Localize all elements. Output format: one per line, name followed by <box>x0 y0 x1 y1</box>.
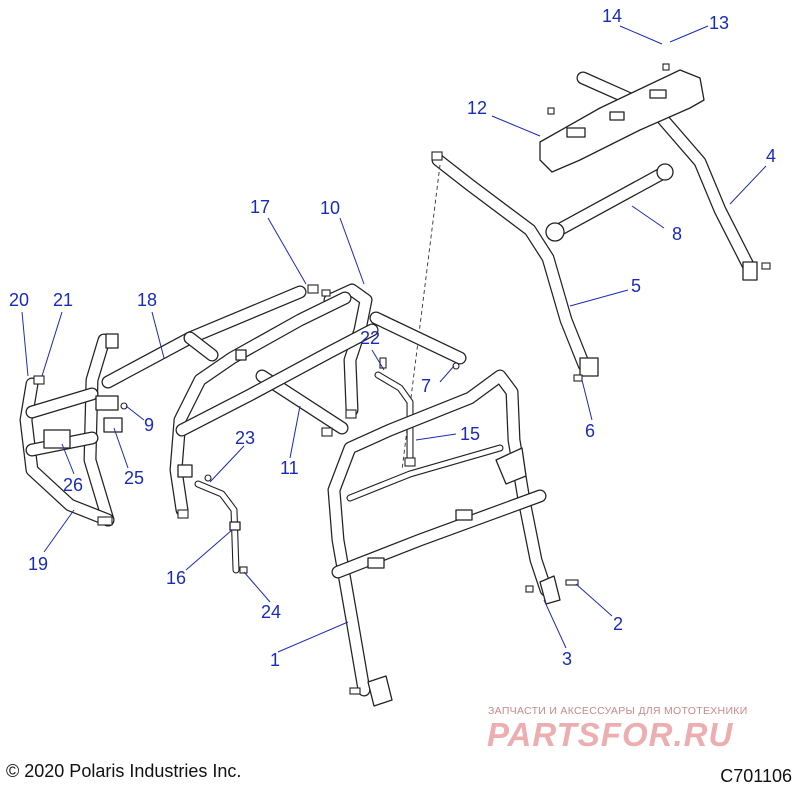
callout-14: 14 <box>602 6 622 26</box>
callout-11: 11 <box>280 458 299 478</box>
drawing-id: C701106 <box>720 766 792 786</box>
copyright-notice: © 2020 Polaris Industries Inc. <box>6 761 242 781</box>
callout-21: 21 <box>53 290 73 310</box>
part-17-18-front-roof-bars <box>101 284 331 389</box>
callout-22: 22 <box>360 328 380 348</box>
callout-12: 12 <box>467 98 487 118</box>
callout-1: 1 <box>270 650 280 670</box>
part-1-main-frame <box>327 369 579 707</box>
callout-25: 25 <box>124 468 144 488</box>
callout-9: 9 <box>144 415 154 435</box>
part-12-rear-panel <box>539 63 705 173</box>
callout-24: 24 <box>261 602 281 622</box>
front-upper-frame <box>169 291 379 519</box>
part-10-center-roof-bar <box>323 283 373 419</box>
callout-10: 10 <box>320 198 340 218</box>
callout-26: 26 <box>63 475 83 495</box>
part-16-rod <box>194 474 248 574</box>
callout-5: 5 <box>631 276 641 296</box>
callout-17: 17 <box>250 197 270 217</box>
callout-13: 13 <box>709 13 729 33</box>
callout-6: 6 <box>585 421 595 441</box>
callout-15: 15 <box>460 424 480 444</box>
leader-lines <box>21 25 767 653</box>
part-22-bracket <box>374 357 416 467</box>
watermark-brand-logo: PARTSFOR.RU <box>487 716 734 753</box>
callout-3: 3 <box>562 649 572 669</box>
callout-8: 8 <box>672 224 682 244</box>
callout-19: 19 <box>28 554 48 574</box>
part-6-hardware <box>573 374 583 382</box>
part-19-front-frame <box>19 333 119 527</box>
callout-23: 23 <box>235 428 255 448</box>
part-7-upper-cross-tube <box>369 311 467 370</box>
part-8-rear-cross-brace <box>545 163 674 242</box>
callout-2: 2 <box>613 614 623 634</box>
callout-20: 20 <box>9 290 29 310</box>
part-9-25-26-plates <box>43 395 128 449</box>
callout-18: 18 <box>137 290 157 310</box>
callout-7: 7 <box>421 376 431 396</box>
callout-labels: 1 2 3 4 5 6 7 8 9 10 11 12 13 14 15 16 1… <box>9 6 776 670</box>
part-5-rear-post <box>401 151 599 471</box>
callout-4: 4 <box>766 146 776 166</box>
watermark-tagline: ЗАПЧАСТИ И АКСЕССУАРЫ ДЛЯ МОТОТЕХНИКИ <box>488 705 748 717</box>
callout-16: 16 <box>166 568 186 588</box>
